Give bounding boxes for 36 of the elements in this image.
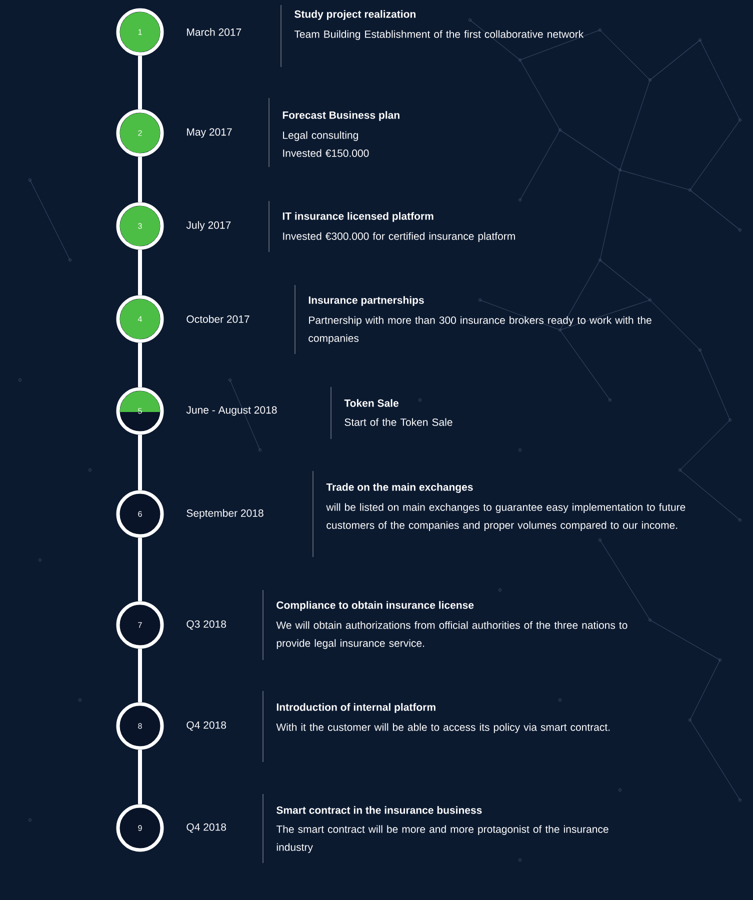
step-description: Start of the Token Sale	[344, 418, 452, 426]
date-label: September 2018	[186, 509, 264, 519]
step-description: We will obtain authorizations from official authorities of the three nations to provide legal insurance service.	[276, 621, 628, 649]
step-description: Partnership with more than 300 insurance brokers ready to work with the companies	[308, 316, 652, 344]
step-description: With it the customer will be able to access its policy via smart contract.	[276, 723, 610, 733]
timeline-line	[138, 434, 142, 490]
step-description: Legal consulting	[283, 131, 358, 141]
date-label: July 2017	[186, 221, 231, 231]
date-label: Q4 2018	[186, 721, 226, 731]
step-heading: Study project realization	[294, 10, 416, 20]
step-heading: Compliance to obtain insurance license	[276, 601, 474, 611]
timeline-line	[138, 250, 142, 296]
step-heading: Trade on the main exchanges	[326, 483, 473, 493]
timeline-line	[138, 648, 142, 702]
step-heading: Forecast Business plan	[282, 111, 400, 121]
timeline-line	[138, 750, 142, 804]
date-label: Q3 2018	[186, 620, 226, 630]
step-heading: Insurance partnerships	[308, 296, 424, 306]
step-description: Team Building Establishment of the first collaborative network	[294, 30, 584, 40]
date-label: May 2017	[187, 128, 232, 138]
timeline-line	[138, 538, 142, 602]
step-heading: Introduction of internal platform	[276, 703, 436, 713]
date-label: October 2017	[186, 315, 250, 323]
step-heading: Token Sale	[344, 399, 398, 407]
step-description: Invested €150.000	[283, 149, 369, 157]
date-label: March 2017	[187, 28, 242, 36]
step-description: The smart contract will be more and more protagonist of the insurance industry	[276, 825, 608, 853]
date-label: Q4 2018	[186, 823, 226, 833]
step-heading: Smart contract in the insurance business	[276, 806, 482, 814]
timeline-line	[138, 342, 142, 388]
step-description: Invested €300.000 for certified insurance platform	[283, 232, 515, 242]
timeline-line	[138, 156, 142, 202]
step-heading: IT insurance licensed platform	[282, 212, 434, 222]
step-description: will be listed on main exchanges to guarantee easy implementation to future customers of the companies and proper volumes compared to our income.	[326, 503, 686, 531]
date-label: June - August 2018	[186, 406, 277, 416]
timeline-line	[138, 56, 142, 110]
